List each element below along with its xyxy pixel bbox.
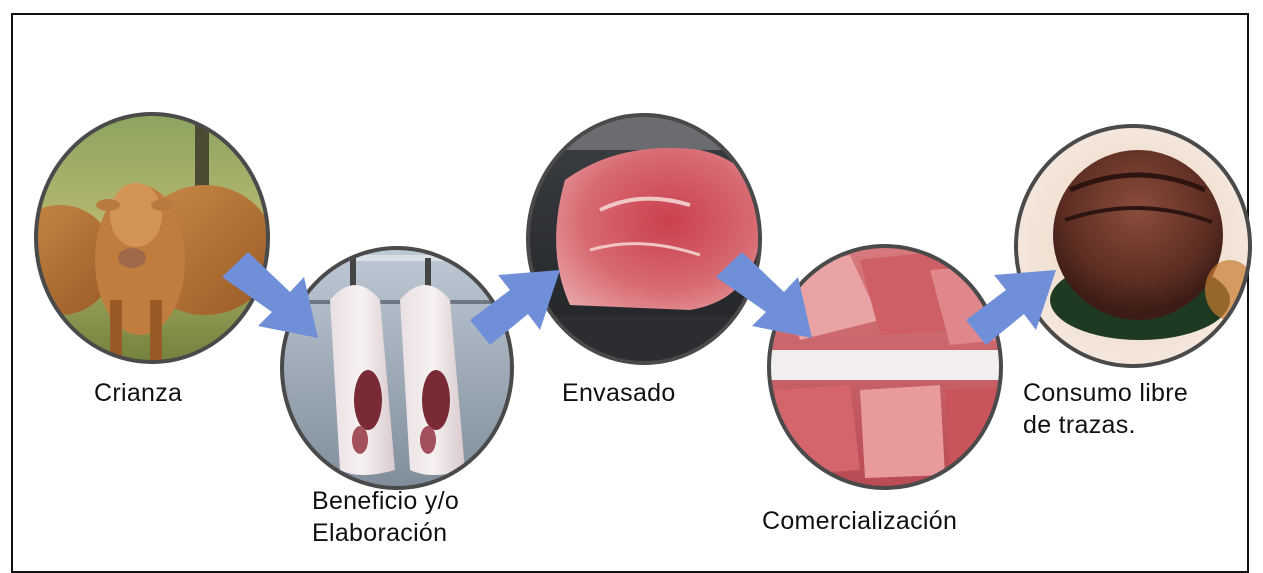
stage-label-consumo-line-1: Consumo libre	[1023, 379, 1189, 407]
stage-label-envasado: Envasado	[562, 379, 676, 407]
process-flow-diagram	[34, 112, 1252, 490]
cattle-photo	[34, 112, 270, 364]
stage-label-beneficio: Beneficio y/o Elaboración	[312, 485, 459, 549]
flow-arrow-1	[222, 252, 318, 338]
cooked-steak-photo	[1014, 124, 1252, 368]
retail-meat-photo	[767, 244, 1003, 490]
flow-arrow-2	[470, 270, 560, 345]
stage-label-beneficio-line-2: Elaboración	[312, 519, 448, 547]
stage-label-crianza: Crianza	[94, 379, 183, 407]
stage-label-comercializacion: Comercialización	[762, 507, 958, 535]
flow-arrow-4	[966, 270, 1056, 345]
stage-label-consumo-line-2: de trazas.	[1023, 411, 1136, 439]
flow-arrow-3	[716, 252, 812, 338]
carcass-photo	[280, 246, 514, 490]
stage-label-consumo: Consumo libre de trazas.	[1023, 377, 1188, 441]
packaged-meat-photo	[526, 113, 762, 365]
stage-label-beneficio-line-1: Beneficio y/o	[312, 487, 460, 515]
